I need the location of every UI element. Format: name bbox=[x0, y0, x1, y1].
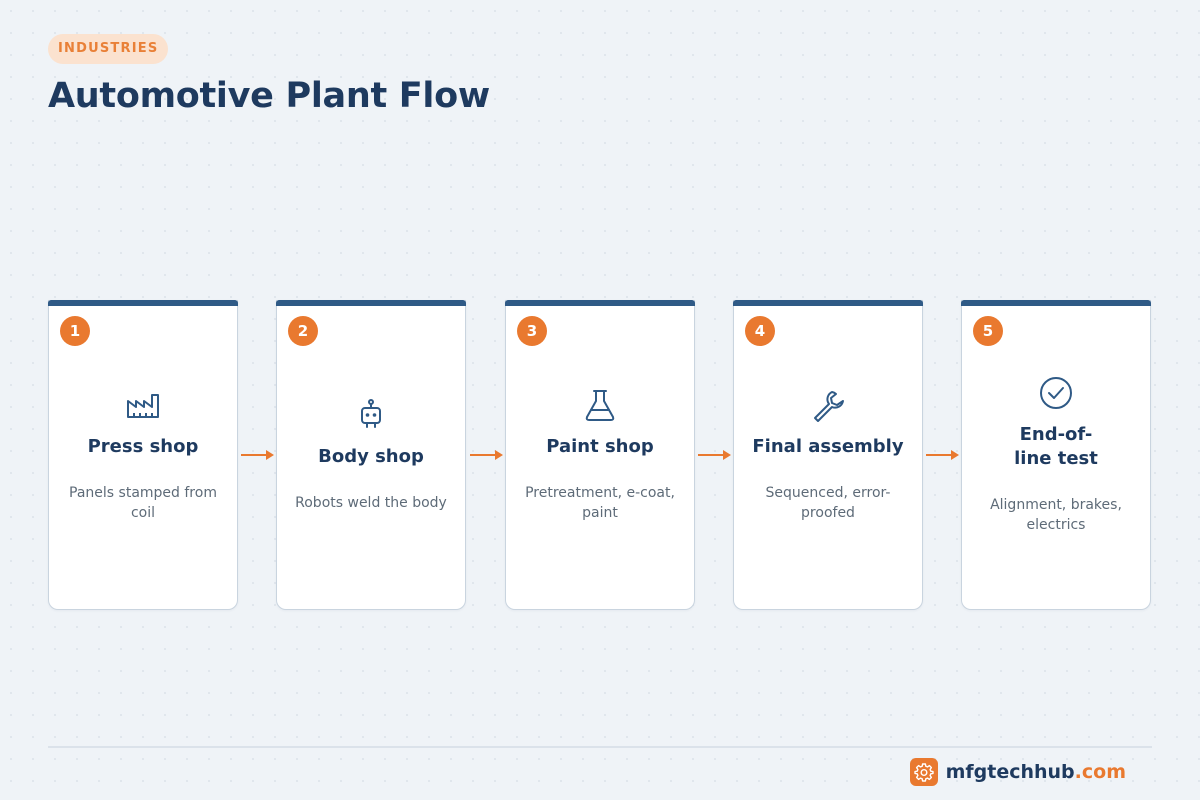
step-number-badge: 3 bbox=[517, 316, 547, 346]
step-number-badge: 1 bbox=[60, 316, 90, 346]
step-number-badge: 5 bbox=[973, 316, 1003, 346]
step-card-end-of-line-test: 5 End-of-line test Alignment, brakes, el… bbox=[961, 300, 1151, 610]
brand-tld: .com bbox=[1074, 761, 1126, 783]
step-description: Panels stamped from coil bbox=[69, 484, 217, 521]
page-title: Automotive Plant Flow bbox=[48, 76, 490, 116]
flow-arrow-icon bbox=[926, 450, 959, 460]
step-card-body-shop: 2 Body shop Robots weld the body bbox=[276, 300, 466, 610]
brand-name: mfgtechhub bbox=[945, 761, 1075, 783]
robot-icon bbox=[353, 397, 389, 433]
step-description: Pretreatment, e-coat, paint bbox=[525, 484, 675, 521]
flask-icon bbox=[582, 387, 618, 423]
step-description: Robots weld the body bbox=[295, 494, 447, 511]
check-circle-icon bbox=[1038, 375, 1074, 411]
step-title: End-of-line test bbox=[1014, 423, 1098, 469]
step-card-final-assembly: 4 Final assembly Sequenced, error-proofe… bbox=[733, 300, 923, 610]
step-number-badge: 2 bbox=[288, 316, 318, 346]
step-title: Paint shop bbox=[546, 435, 654, 457]
brand-logo[interactable]: mfgtechhub.com bbox=[909, 758, 1126, 786]
step-card-press-shop: 1 Press shop Panels stamped from coil bbox=[48, 300, 238, 610]
flow-arrow-icon bbox=[698, 450, 731, 460]
gear-icon bbox=[909, 758, 938, 786]
step-description: Alignment, brakes, electrics bbox=[990, 496, 1122, 533]
footer-divider bbox=[48, 746, 1152, 748]
step-title: Press shop bbox=[87, 435, 199, 457]
flow-arrow-icon bbox=[241, 450, 274, 460]
wrench-icon bbox=[810, 387, 846, 423]
step-title: Body shop bbox=[318, 445, 424, 467]
step-title: Final assembly bbox=[752, 435, 904, 457]
industries-tag: INDUSTRIES bbox=[48, 34, 169, 64]
factory-icon bbox=[125, 387, 161, 423]
step-card-paint-shop: 3 Paint shop Pretreatment, e-coat, paint bbox=[505, 300, 695, 610]
step-description: Sequenced, error-proofed bbox=[765, 484, 891, 521]
step-number-badge: 4 bbox=[745, 316, 775, 346]
flow-arrow-icon bbox=[470, 450, 503, 460]
